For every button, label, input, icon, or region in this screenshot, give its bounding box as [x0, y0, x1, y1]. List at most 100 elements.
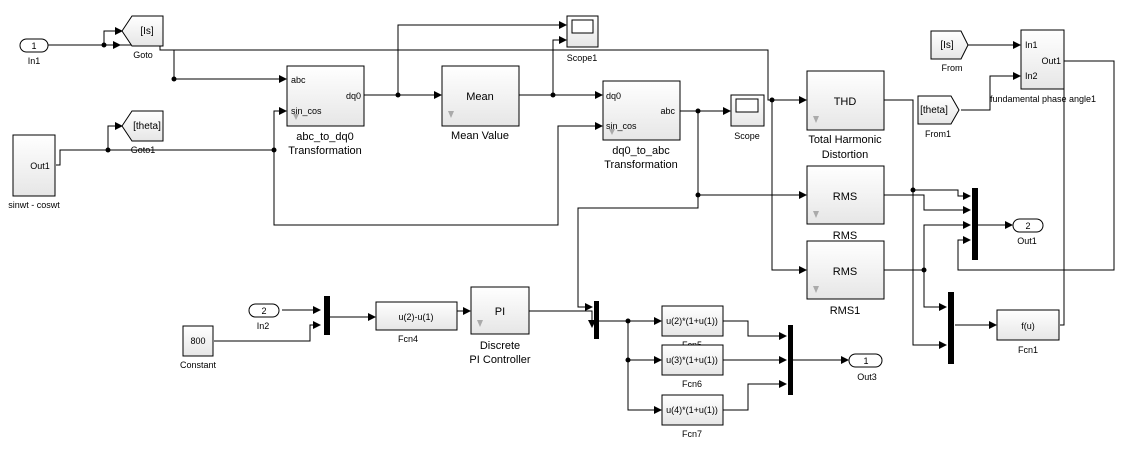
signal-fund-out[interactable] — [957, 60, 1115, 271]
constant-block[interactable]: 800 Constant — [180, 325, 217, 370]
in1-port[interactable]: 1 In1 — [19, 38, 49, 66]
pi-label-2: PI Controller — [469, 354, 530, 366]
signal-sin-dq0[interactable] — [273, 122, 603, 226]
from1-block[interactable]: [theta] From1 — [917, 95, 960, 139]
dq0-to-abc-block[interactable]: dq0 sin_cos abc dq0_to_abc Transformatio… — [602, 80, 681, 171]
abc-to-dq0-label-1: abc_to_dq0 — [296, 131, 354, 143]
scope-label: Scope — [734, 131, 760, 141]
dq0-to-abc-label-2: Transformation — [604, 159, 678, 171]
in2-port[interactable]: 2 In2 — [248, 303, 280, 331]
fcn6-label: Fcn6 — [682, 379, 702, 389]
constant-value: 800 — [190, 336, 205, 346]
signal-rms1-feed[interactable] — [771, 100, 807, 274]
mean-value-block[interactable]: Mean Mean Value — [441, 65, 520, 142]
scope1-label: Scope1 — [567, 53, 598, 63]
out3-port[interactable]: 1 Out3 — [848, 353, 883, 382]
signal-fcn7-mux[interactable] — [723, 380, 787, 411]
pi-title: PI — [495, 306, 505, 318]
signal-scope1-b[interactable] — [552, 36, 567, 95]
thd-label-1: Total Harmonic — [808, 134, 882, 146]
fundamental-phase-angle-block[interactable]: In1 In2 Out1 fundamental phase angle1 — [990, 29, 1096, 104]
rms1-mask-icon — [813, 286, 819, 293]
from1-tag: [theta] — [920, 105, 948, 116]
thd-block[interactable]: THD Total Harmonic Distortion — [806, 70, 885, 161]
goto-label: Goto — [133, 50, 153, 60]
fundamental-port-in2: In2 — [1025, 71, 1038, 81]
goto1-tag: [theta] — [133, 121, 161, 132]
signal-rms-out[interactable] — [884, 194, 971, 214]
goto1-block[interactable]: [theta] Goto1 — [121, 110, 164, 155]
signal-abc-mux[interactable] — [577, 195, 699, 311]
signal-fcn5-mux[interactable] — [723, 320, 787, 340]
goto-tag: [Is] — [140, 26, 154, 37]
goto-block[interactable]: [Is] Goto — [121, 15, 164, 60]
fcn1-block[interactable]: f(u) Fcn1 — [996, 309, 1060, 355]
pi-mask-icon — [477, 320, 483, 327]
signal-rms1-out[interactable] — [884, 221, 971, 271]
fundamental-label: fundamental phase angle1 — [990, 94, 1096, 104]
signal-in1-branch[interactable] — [103, 27, 123, 45]
signal-pi-mux[interactable] — [529, 310, 596, 328]
mean-label: Mean Value — [451, 130, 509, 142]
mux-fcn-block[interactable] — [788, 325, 793, 395]
signal-rms1-mux[interactable] — [923, 270, 947, 311]
signal-fcn1-out[interactable] — [1060, 61, 1065, 326]
fcn5-expr: u(2)*(1+u(1)) — [666, 316, 718, 326]
rms1-label: RMS1 — [830, 305, 861, 317]
pi-controller-block[interactable]: PI Discrete PI Controller — [469, 286, 531, 366]
out3-label: Out3 — [857, 372, 877, 382]
dq0-to-abc-label-1: dq0_to_abc — [612, 145, 670, 157]
fundamental-port-in1: In1 — [1025, 40, 1038, 50]
abc-to-dq0-port-sincos: sin_cos — [291, 106, 322, 116]
mux-pi-block[interactable] — [594, 301, 599, 339]
thd-mask-icon — [813, 116, 819, 123]
fundamental-port-out1: Out1 — [1041, 56, 1061, 66]
from-tag: [Is] — [940, 40, 954, 51]
signal-scope1[interactable] — [397, 21, 567, 95]
junction-dots — [101, 42, 927, 363]
fcn1-label: Fcn1 — [1018, 345, 1038, 355]
signal-thd-mux[interactable] — [913, 189, 971, 200]
rms-block[interactable]: RMS RMS — [806, 165, 885, 242]
fcn1-expr: f(u) — [1021, 321, 1035, 331]
fcn5-block[interactable]: u(2)*(1+u(1)) Fcn5 — [661, 305, 724, 350]
abc-to-dq0-port-abc: abc — [291, 75, 306, 85]
in2-number: 2 — [261, 306, 266, 316]
scope1-block[interactable]: Scope1 — [566, 15, 599, 63]
signal-const-mux[interactable] — [214, 321, 321, 342]
out1-label: Out1 — [1017, 236, 1037, 246]
mux2-block[interactable] — [948, 292, 954, 364]
rms-label: RMS — [833, 230, 857, 242]
signal-demux-fcn7[interactable] — [627, 360, 662, 414]
mux-in-block[interactable] — [324, 296, 330, 335]
rms1-block[interactable]: RMS RMS1 — [806, 240, 885, 317]
mux-block[interactable] — [972, 188, 978, 260]
signal-sin-goto1[interactable] — [56, 122, 123, 166]
scope-block[interactable]: Scope — [730, 94, 765, 141]
out1-port[interactable]: 2 Out1 — [1012, 218, 1044, 246]
signal-thd-out[interactable] — [884, 99, 947, 349]
scope1-screen-icon — [571, 19, 594, 34]
fcn7-expr: u(4)*(1+u(1)) — [666, 405, 718, 415]
in1-label: In1 — [28, 56, 41, 66]
signal-from1-in2[interactable] — [961, 72, 1021, 111]
fcn4-block[interactable]: u(2)-u(1) Fcn4 — [375, 301, 458, 344]
signal-is-abc[interactable] — [160, 49, 287, 83]
abc-to-dq0-label-2: Transformation — [288, 145, 362, 157]
from1-label: From1 — [925, 129, 951, 139]
fcn7-block[interactable]: u(4)*(1+u(1)) Fcn7 — [661, 394, 724, 439]
out3-number: 1 — [863, 356, 868, 366]
fcn6-block[interactable]: u(3)*(1+u(1)) Fcn6 — [661, 344, 724, 389]
abc-to-dq0-mask-icon — [293, 114, 299, 120]
thd-label-2: Distortion — [822, 149, 868, 161]
out1-number: 2 — [1025, 221, 1030, 231]
fcn4-expr: u(2)-u(1) — [398, 312, 433, 322]
abc-to-dq0-block[interactable]: abc sin_cos dq0 abc_to_dq0 Transformatio… — [286, 65, 365, 157]
rms-mask-icon — [813, 211, 819, 218]
signal-sin-abc[interactable] — [273, 107, 287, 150]
signal-demux-fcn6[interactable] — [627, 321, 662, 364]
rms1-title: RMS — [833, 266, 857, 278]
sinwt-coswt-block[interactable]: Out1 sinwt - coswt — [8, 134, 60, 210]
from-block[interactable]: [Is] From — [930, 30, 969, 73]
